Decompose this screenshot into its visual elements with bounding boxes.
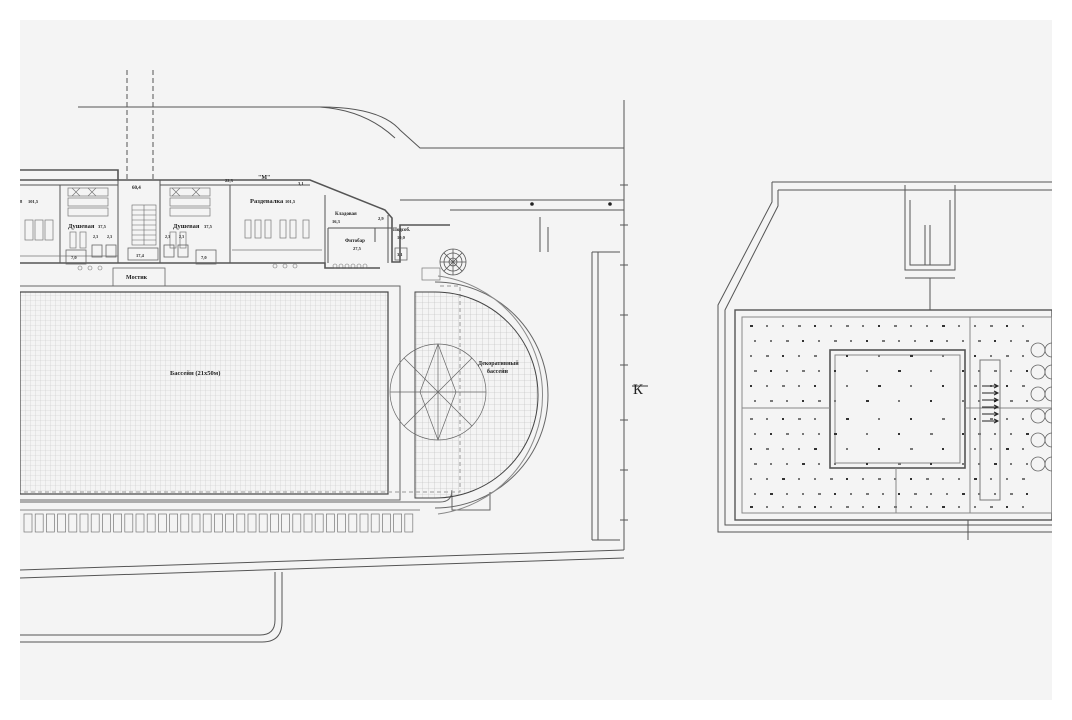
changing-room-label: Раздевалка <box>250 198 284 205</box>
main-pool <box>20 291 389 495</box>
room-60-4-label: 60,4 <box>132 186 141 191</box>
room-7-0-label: 7,0 <box>71 255 77 260</box>
shower-right-area: 37,5 <box>204 224 213 229</box>
bridge-label: Мостик <box>126 275 148 281</box>
lounger-row <box>23 513 414 533</box>
room-17-4-label: 17,4 <box>136 253 145 258</box>
right-hall <box>734 309 1052 521</box>
storage-area: 16,3 <box>332 219 341 224</box>
spiral-stair <box>439 248 467 276</box>
service-room-area: 10,0 <box>397 235 406 240</box>
decorative-pool-label-2: бассейн <box>487 368 509 375</box>
small-room-a: 2,3 <box>93 234 98 239</box>
decorative-pool <box>414 291 539 499</box>
small-room-c: 2,3 <box>165 234 170 239</box>
m-label: "М" <box>258 175 270 181</box>
decorative-pool-label-1: Декоративный <box>478 360 519 367</box>
room-2-9-label: 2,9 <box>378 216 384 221</box>
small-room-d: 2,3 <box>179 234 184 239</box>
small-room-b: 2,3 <box>107 234 112 239</box>
shower-right-label: Душевая <box>173 223 200 230</box>
changing-room-area: 101,5 <box>285 199 296 204</box>
road-outline-top <box>78 106 624 149</box>
right-inner-hall <box>829 349 966 469</box>
road-curve-bottom <box>20 572 276 636</box>
shower-left-label: Душевая <box>68 223 95 230</box>
floor-plan-drawing: 60,4 "М" 22,3 3,1 8 101,5 Душевая 37,5 Д… <box>20 70 1052 643</box>
right-plan <box>717 181 1052 540</box>
room-7-0b-label: 7,0 <box>201 255 207 260</box>
drawing-viewport[interactable]: 60,4 "М" 22,3 3,1 8 101,5 Душевая 37,5 Д… <box>20 20 1052 700</box>
shower-left-area: 37,5 <box>98 224 107 229</box>
storage-label: Кладовая <box>335 212 357 217</box>
left-plan-labels: 60,4 "М" 22,3 3,1 8 101,5 Душевая 37,5 Д… <box>20 175 644 398</box>
right-building-outline <box>717 181 1052 533</box>
left-plan <box>20 70 648 643</box>
room-101-5-label: 101,5 <box>28 199 39 204</box>
phyto-bar-label: Фитобар <box>345 239 365 244</box>
room-22-3-label: 22,3 <box>225 178 234 183</box>
section-mark: К <box>633 382 644 398</box>
building-wall <box>20 169 450 263</box>
pool-label: Бассейн (21х50м) <box>170 370 220 377</box>
room-8-label: 8 <box>20 199 23 204</box>
room-3-1-label: 3,1 <box>298 181 304 186</box>
room-3-1b-label: 3,1 <box>397 252 403 257</box>
right-plan-fixtures <box>750 325 1029 508</box>
phyto-bar-area: 27,5 <box>353 246 362 251</box>
service-room-label: Подсоб. <box>393 228 411 233</box>
